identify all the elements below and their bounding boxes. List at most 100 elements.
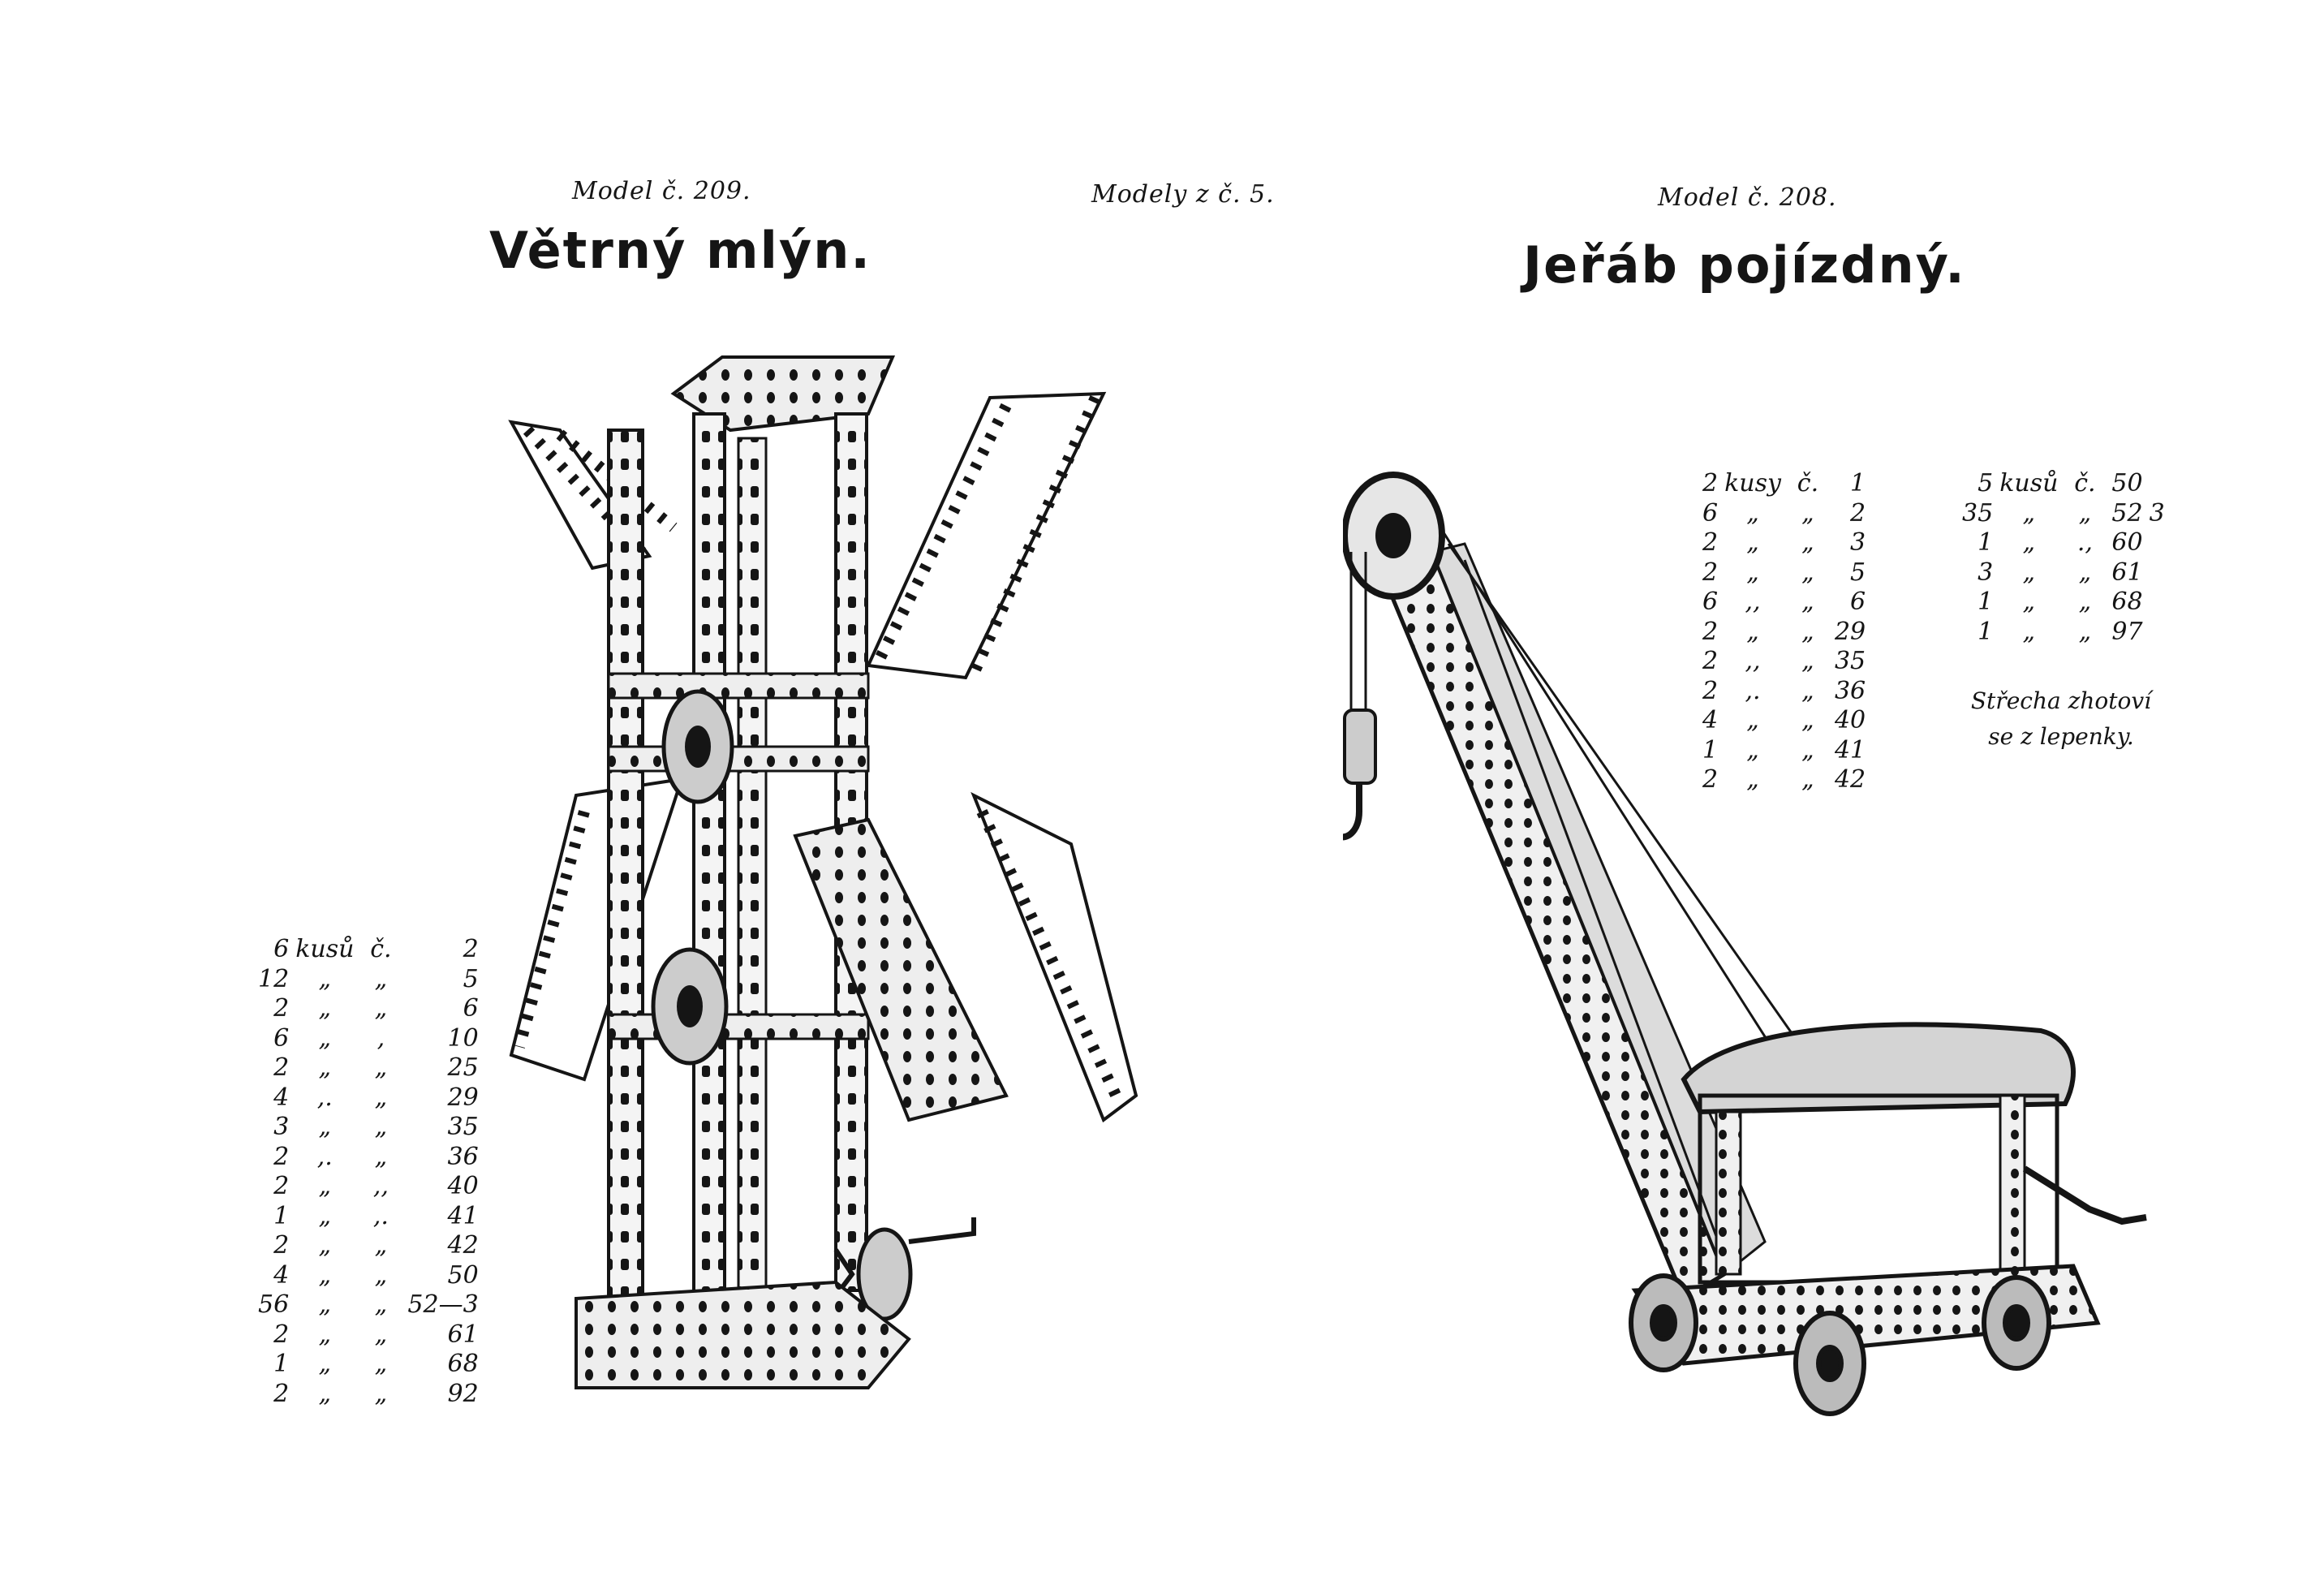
- part-number: 36: [447, 1142, 479, 1171]
- right-title: Jeřáb pojízdný.: [1523, 235, 1966, 295]
- part-number: 3: [1850, 528, 1866, 557]
- part-number: 68: [2111, 588, 2143, 616]
- part-quantity: 56: [258, 1290, 290, 1319]
- parts-row: 2„„92: [258, 1380, 492, 1410]
- part-extra: [485, 1380, 492, 1410]
- part-mark: „: [1801, 588, 1814, 616]
- part-unit: „: [318, 1053, 332, 1082]
- part-unit: „: [318, 1290, 332, 1319]
- part-quantity: 6: [1702, 588, 1719, 616]
- parts-row: 2„„61: [258, 1320, 492, 1350]
- part-quantity: 2: [1702, 558, 1719, 587]
- parts-row: 2,.„36: [258, 1143, 492, 1173]
- parts-row: 2„„42: [258, 1231, 492, 1261]
- part-quantity: 2: [1702, 469, 1719, 497]
- parts-row: 1„„68: [1962, 588, 2171, 618]
- part-mark: „: [1801, 558, 1814, 587]
- part-unit: „: [318, 1350, 332, 1378]
- crane-illustration: [1343, 472, 2147, 1416]
- part-quantity: 2: [1702, 528, 1719, 557]
- part-unit: „: [1746, 558, 1759, 587]
- part-unit: „: [318, 1231, 332, 1260]
- part-extra: [485, 994, 492, 1024]
- part-extra: [485, 1113, 492, 1143]
- part-number: 35: [447, 1113, 479, 1141]
- part-unit: „: [2022, 588, 2036, 616]
- part-mark: ,,: [372, 1172, 389, 1200]
- part-number: 5: [1850, 558, 1866, 587]
- part-quantity: 1: [1978, 617, 1994, 646]
- part-quantity: 3: [273, 1113, 290, 1141]
- part-mark: „: [374, 964, 388, 993]
- part-unit: „: [318, 964, 332, 993]
- part-quantity: 4: [273, 1260, 290, 1290]
- part-mark: „: [374, 1320, 388, 1349]
- parts-row: 1„.,60: [1962, 528, 2171, 558]
- left-title: Větrný mlýn.: [489, 221, 872, 280]
- part-mark: „: [2078, 498, 2092, 528]
- parts-row: 1„„68: [258, 1350, 492, 1380]
- part-mark: „: [1801, 706, 1814, 734]
- part-quantity: 1: [273, 1201, 290, 1230]
- parts-row: 56„„52—3: [258, 1290, 492, 1320]
- parts-row: 2 „,, 40: [258, 1172, 492, 1202]
- part-unit: kusů: [295, 935, 355, 963]
- part-mark: „: [1801, 647, 1814, 675]
- part-number: 2: [463, 935, 479, 963]
- parts-row: 2„„29: [1702, 618, 1872, 648]
- part-unit: ,,: [1745, 647, 1761, 675]
- roof-note-line-2: se z lepenky.: [1988, 723, 2134, 750]
- part-mark: „: [2078, 617, 2092, 646]
- part-quantity: 2: [273, 1172, 290, 1200]
- part-number: 97: [2111, 617, 2143, 646]
- part-mark: „: [1801, 498, 1814, 528]
- part-mark: .,: [2077, 528, 2093, 557]
- part-quantity: 6: [1702, 498, 1719, 528]
- part-quantity: 2: [1702, 765, 1719, 794]
- left-model-number: Model č. 209.: [572, 177, 751, 205]
- parts-row: 4„„50: [258, 1261, 492, 1291]
- part-number: 41: [1834, 735, 1866, 765]
- part-unit: „: [318, 1172, 332, 1200]
- part-mark: „: [374, 1260, 388, 1290]
- part-mark: „: [374, 1350, 388, 1378]
- roof-note-line-1: Střecha zhotoví: [1970, 687, 2152, 714]
- part-unit: „: [2022, 558, 2036, 587]
- part-unit: ,.: [316, 1083, 333, 1112]
- part-quantity: 2: [1702, 617, 1719, 646]
- part-unit: „: [318, 1113, 332, 1141]
- part-number: 52—3: [407, 1290, 479, 1319]
- part-number: 40: [1834, 706, 1866, 734]
- parts-row: 6„„2: [1702, 499, 1872, 529]
- part-quantity: 2: [1702, 647, 1719, 675]
- part-unit: „: [1746, 765, 1759, 794]
- part-extra: [485, 1261, 492, 1291]
- part-quantity: 1: [1978, 588, 1994, 616]
- parts-row: 2„„25: [258, 1053, 492, 1083]
- part-extra: [485, 935, 492, 965]
- roof-note: Střecha zhotoví se z lepenky.: [1964, 683, 2158, 755]
- parts-row: 6,,„6: [1702, 588, 1872, 618]
- part-number: 1: [1850, 469, 1866, 497]
- part-mark: „: [1801, 676, 1814, 705]
- part-extra: [485, 1320, 492, 1350]
- part-extra: [485, 1202, 492, 1232]
- part-number: 40: [447, 1172, 479, 1200]
- part-unit: „: [1746, 706, 1759, 734]
- part-number: 5: [463, 964, 479, 993]
- part-number: 50: [447, 1260, 479, 1290]
- part-unit: „: [318, 994, 332, 1023]
- part-number: 92: [447, 1379, 479, 1408]
- part-extra: [485, 1143, 492, 1173]
- part-number: 42: [1834, 765, 1866, 794]
- part-quantity: 6: [273, 1023, 290, 1053]
- part-unit: „: [1746, 617, 1759, 646]
- part-unit: kusy: [1724, 469, 1781, 497]
- parts-row: 2„„3: [1702, 528, 1872, 558]
- part-unit: ,.: [1745, 676, 1761, 705]
- part-mark: „: [374, 1083, 388, 1112]
- part-number: 50: [2111, 469, 2143, 497]
